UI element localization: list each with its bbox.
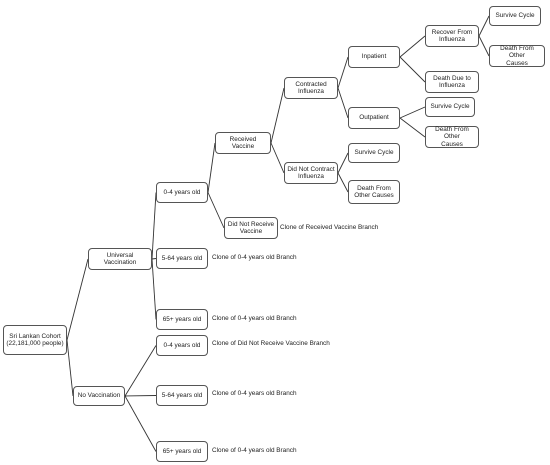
edge-node-did-not-contract-influenza-to-node-death-other-causes-no-contract	[337, 172, 349, 193]
note-clone-received-vaccine: Clone of Received Vaccine Branch	[280, 224, 379, 231]
node-death-due-to-influenza: Death Due to Influenza	[425, 71, 479, 93]
node-no-vacc-0-4: 0-4 years old	[156, 335, 208, 356]
node-cohort: Sri Lankan Cohort (22,181,000 people)	[3, 325, 67, 355]
node-contracted-influenza: Contracted Influenza	[284, 77, 338, 99]
edge-node-cohort-to-node-no-vaccination	[66, 339, 74, 397]
node-received-vaccine: Received Vaccine	[215, 132, 271, 154]
note-clone-u-5-64: Clone of 0-4 years old Branch	[212, 254, 297, 261]
edge-node-universal-0-4-to-node-did-not-receive-vaccine	[207, 192, 225, 229]
edge-node-did-not-contract-influenza-to-node-survive-cycle-no-contract	[337, 152, 349, 174]
edge-node-no-vaccination-to-node-no-vacc-0-4	[124, 345, 157, 397]
edge-node-inpatient-to-node-recover-from-influenza	[399, 35, 426, 58]
edge-node-contracted-influenza-to-node-inpatient	[337, 56, 349, 89]
edge-node-no-vaccination-to-node-no-vacc-5-64	[124, 395, 157, 397]
edge-node-no-vaccination-to-node-no-vacc-65	[124, 395, 157, 452]
node-did-not-receive-vaccine: Did Not Receive Vaccine	[224, 217, 278, 239]
node-recover-from-influenza: Recover From Influenza	[425, 25, 479, 47]
node-death-other-causes-outpatient: Death From Other Causes	[425, 126, 479, 148]
edge-node-universal-vaccination-to-node-universal-65	[151, 258, 157, 320]
note-clone-n-0-4: Clone of Did Not Receive Vaccine Branch	[212, 340, 330, 347]
node-universal-vaccination: Universal Vaccination	[88, 248, 152, 270]
node-no-vacc-5-64: 5-64 years old	[156, 385, 208, 406]
node-universal-5-64: 5-64 years old	[156, 248, 208, 269]
edge-node-cohort-to-node-universal-vaccination	[66, 258, 89, 341]
node-death-other-causes-no-contract: Death From Other Causes	[348, 180, 400, 204]
edge-node-received-vaccine-to-node-did-not-contract-influenza	[270, 142, 285, 174]
note-clone-n-65: Clone of 0-4 years old Branch	[212, 447, 297, 454]
node-no-vacc-65: 65+ years old	[156, 441, 208, 462]
node-universal-0-4: 0-4 years old	[156, 182, 208, 203]
edge-node-recover-from-influenza-to-node-survive-cycle-inpatient	[478, 15, 490, 37]
node-did-not-contract-influenza: Did Not Contract Influenza	[284, 162, 338, 184]
node-universal-65: 65+ years old	[156, 309, 208, 330]
note-clone-u-65: Clone of 0-4 years old Branch	[212, 315, 297, 322]
node-death-other-causes-inpatient: Death From Other Causes	[489, 45, 545, 67]
node-outpatient: Outpatient	[348, 107, 400, 129]
node-inpatient: Inpatient	[348, 46, 400, 68]
note-clone-n-5-64: Clone of 0-4 years old Branch	[212, 390, 297, 397]
edge-node-universal-0-4-to-node-received-vaccine	[207, 142, 216, 193]
edge-node-universal-vaccination-to-node-universal-5-64	[151, 258, 157, 260]
node-survive-cycle-no-contract: Survive Cycle	[348, 143, 400, 163]
node-survive-cycle-inpatient: Survive Cycle	[489, 6, 541, 26]
edge-node-contracted-influenza-to-node-outpatient	[337, 87, 349, 119]
edge-node-recover-from-influenza-to-node-death-other-causes-inpatient	[478, 35, 490, 57]
node-no-vaccination: No Vaccination	[73, 386, 125, 406]
edge-node-universal-vaccination-to-node-universal-0-4	[151, 192, 157, 260]
edge-node-outpatient-to-node-death-other-causes-outpatient	[399, 117, 426, 138]
edge-node-received-vaccine-to-node-contracted-influenza	[270, 87, 285, 144]
edge-node-outpatient-to-node-survive-cycle-outpatient	[399, 106, 426, 119]
node-survive-cycle-outpatient: Survive Cycle	[425, 97, 475, 117]
edge-node-inpatient-to-node-death-due-to-influenza	[399, 56, 426, 83]
